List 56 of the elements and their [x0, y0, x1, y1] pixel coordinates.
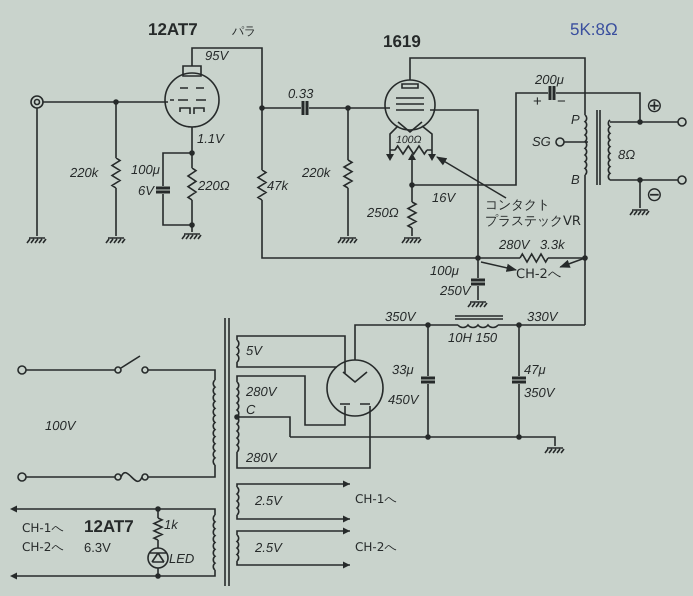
value-label: 450V: [388, 392, 418, 407]
value-label: LED: [169, 551, 194, 566]
note-label: パラ: [232, 24, 256, 39]
value-label: 5V: [246, 343, 262, 358]
channel-label: CH-2へ: [355, 540, 396, 555]
value-label: 330V: [527, 309, 558, 324]
polarity-label: ⊖: [646, 184, 663, 206]
leader-line: [436, 156, 506, 199]
polarity-label: ⊕: [646, 95, 663, 117]
value-label: 33μ: [392, 362, 414, 377]
value-label: 220k: [302, 165, 330, 180]
arrow: [480, 261, 518, 272]
value-label: 100μ: [430, 263, 459, 278]
handwritten-note: 5K:8Ω: [570, 22, 618, 37]
value-label: 10H 150: [448, 330, 498, 345]
value-label: 6V: [138, 183, 154, 198]
value-label: 1.1V: [197, 131, 224, 146]
value-label: 16V: [432, 190, 456, 205]
value-label: 6.3V: [84, 540, 111, 555]
tube-type-label: 12AT7: [148, 20, 198, 39]
value-label: 2.5V: [255, 540, 282, 555]
value-label: 350V: [385, 309, 416, 324]
value-label: SG: [532, 134, 551, 149]
channel-label: CH-2へ: [516, 267, 561, 283]
value-label: 250V: [440, 283, 470, 298]
value-label: 280V: [246, 450, 276, 465]
arrow: [559, 257, 586, 268]
value-label: P: [571, 112, 580, 127]
value-label: 280V: [499, 237, 530, 252]
polarity-label: +: [533, 94, 542, 109]
value-label: 280V: [246, 384, 276, 399]
value-label: 47μ: [524, 362, 546, 377]
callout-text: コンタクト プラステックVR: [485, 198, 581, 230]
value-label: 2.5V: [255, 493, 282, 508]
channel-label: CH-1へ: [22, 521, 64, 536]
value-label: 8Ω: [618, 147, 636, 162]
channel-label: CH-2へ: [22, 540, 64, 555]
value-label: C: [246, 402, 256, 417]
value-label: 220Ω: [198, 178, 230, 193]
value-label: 47k: [267, 178, 288, 193]
tube-type-label: 1619: [383, 32, 421, 51]
value-label: 100V: [45, 418, 76, 433]
value-label: 95V: [205, 48, 228, 63]
tube-type-label: 12AT7: [84, 517, 134, 536]
value-label: 1k: [164, 517, 178, 532]
channel-label: CH-1へ: [355, 492, 396, 507]
value-label: B: [571, 172, 580, 187]
value-label: 0.33: [288, 86, 314, 101]
value-label: 220k: [70, 165, 98, 180]
value-label: 350V: [524, 385, 554, 400]
value-label: 250Ω: [367, 205, 399, 220]
value-label: 3.3k: [540, 237, 565, 252]
value-label: 100Ω: [396, 134, 422, 146]
polarity-label: −: [557, 94, 566, 109]
value-label: 100μ: [131, 162, 160, 177]
value-label: 200μ: [535, 72, 564, 87]
